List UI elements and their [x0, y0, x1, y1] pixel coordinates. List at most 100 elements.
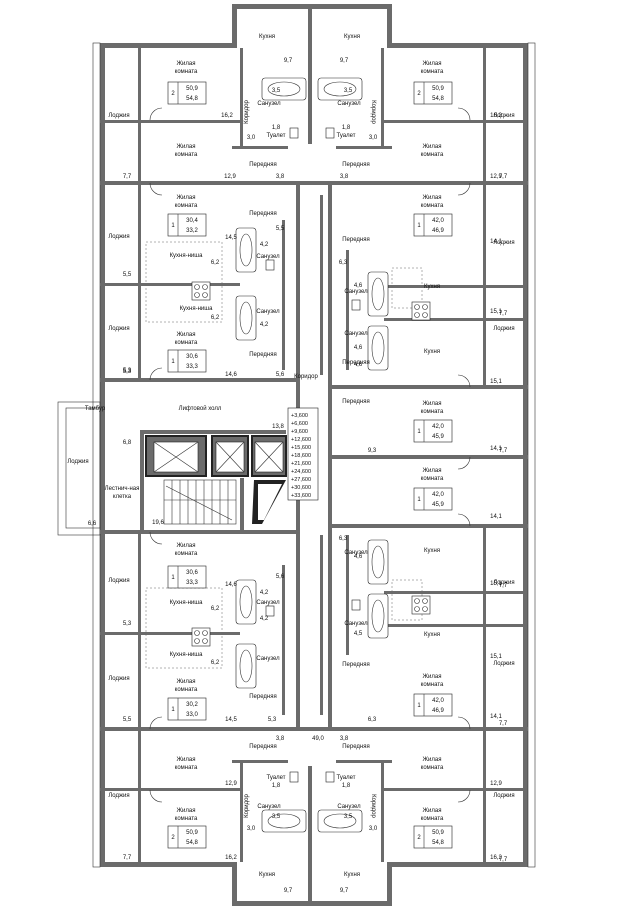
room-label: Лоджия	[493, 580, 514, 586]
room-label: Передняя	[249, 211, 277, 217]
level-value: +18,600	[291, 453, 311, 459]
room-label: Коридор	[370, 794, 376, 818]
room-label: Лоджия	[108, 326, 129, 332]
apartment-tags: 2 50,9 54,8 2 50,9 54,8 1 30,4 33,2 1 42…	[167, 81, 453, 849]
room-label: Жилая	[177, 679, 196, 685]
room-label: комната	[175, 152, 198, 158]
room-label: Передняя	[249, 162, 277, 168]
room-label: Коридор	[244, 793, 250, 817]
room-label: Передняя	[342, 237, 370, 243]
svg-text:54,8: 54,8	[186, 96, 198, 102]
area-value: 12,9	[225, 781, 237, 787]
area-value: 4,2	[260, 242, 269, 248]
svg-text:42,0: 42,0	[432, 424, 444, 430]
area-value: 7,7	[499, 857, 508, 863]
room-label: комната	[421, 816, 444, 822]
area-value: 3,5	[344, 88, 353, 94]
svg-text:42,0: 42,0	[432, 698, 444, 704]
svg-text:50,9: 50,9	[186, 86, 198, 92]
room-label: Коридор	[294, 374, 318, 380]
svg-text:1: 1	[171, 359, 175, 365]
svg-text:1: 1	[417, 223, 421, 229]
svg-text:1: 1	[417, 497, 421, 503]
bathtub-fixtures	[235, 77, 389, 833]
area-value: 6,3	[339, 260, 348, 266]
area-value: 7,7	[499, 311, 508, 317]
area-value: 3,0	[247, 135, 256, 141]
room-label: Жилая	[423, 757, 442, 763]
area-value: 15,1	[490, 379, 502, 385]
room-label: Жилая	[177, 808, 196, 814]
area-value: 5,3	[123, 368, 132, 374]
area-value: 6,2	[211, 315, 220, 321]
area-value: 7,7	[123, 855, 132, 861]
room-label: Передняя	[249, 694, 277, 700]
area-value: 15,1	[490, 309, 502, 315]
room-label: Лоджия	[493, 113, 514, 119]
area-value: 12,9	[490, 174, 502, 180]
room-label: клетка	[113, 494, 132, 500]
area-value: 7,7	[499, 174, 508, 180]
svg-text:1: 1	[171, 223, 175, 229]
room-label: Туалет	[267, 775, 286, 781]
apartment-tag: 1 42,0 46,9	[413, 213, 453, 237]
room-label: Коридор	[370, 100, 376, 124]
area-value: 14,6	[225, 582, 237, 588]
room-label: Передняя	[342, 744, 370, 750]
area-value: 5,3	[268, 717, 277, 723]
area-value: 1,8	[342, 783, 351, 789]
level-value: +30,600	[291, 485, 311, 491]
area-value: 13,8	[272, 424, 284, 430]
svg-text:54,8: 54,8	[432, 840, 444, 846]
room-label: комната	[421, 203, 444, 209]
area-value: 6,2	[211, 660, 220, 666]
svg-text:1: 1	[171, 707, 175, 713]
room-label: Лоджия	[67, 459, 88, 465]
room-label: Коридор	[244, 99, 250, 123]
room-label: Кухня	[344, 34, 360, 40]
area-value: 49,0	[312, 736, 324, 742]
svg-text:50,9: 50,9	[432, 86, 444, 92]
area-value: 4,6	[354, 345, 363, 351]
level-value: +24,600	[291, 469, 311, 475]
floor-levels: +3,600 +6,600 +9,600 +12,600 +15,600 +18…	[291, 413, 311, 499]
area-value: 5,6	[276, 372, 285, 378]
room-label: Жилая	[177, 144, 196, 150]
room-label: Лоджия	[108, 113, 129, 119]
svg-text:54,8: 54,8	[186, 840, 198, 846]
room-label: Жилая	[423, 468, 442, 474]
room-label: Кухня	[259, 34, 275, 40]
room-label: Жилая	[423, 195, 442, 201]
room-label: Санузел	[257, 804, 281, 810]
area-value: 14,1	[490, 514, 502, 520]
svg-text:1: 1	[417, 703, 421, 709]
room-label: Передняя	[342, 662, 370, 668]
svg-text:33,3: 33,3	[186, 580, 198, 586]
svg-text:46,9: 46,9	[432, 228, 444, 234]
area-value: 5,3	[123, 621, 132, 627]
area-value: 15,1	[490, 654, 502, 660]
area-value: 14,6	[225, 372, 237, 378]
level-value: +27,600	[291, 477, 311, 483]
room-label: комната	[421, 765, 444, 771]
room-label: комната	[175, 551, 198, 557]
room-label: Лоджия	[108, 234, 129, 240]
level-value: +33,600	[291, 493, 311, 499]
room-label: Жилая	[177, 543, 196, 549]
svg-text:2: 2	[417, 835, 421, 841]
level-value: +3,600	[291, 413, 308, 419]
area-value: 4,6	[354, 554, 363, 560]
room-label: Кухня	[424, 632, 440, 638]
svg-text:45,9: 45,9	[432, 502, 444, 508]
room-label: Лестнич-ная	[105, 486, 140, 492]
area-value: 1,8	[342, 125, 351, 131]
room-label: Санузел	[344, 289, 368, 295]
svg-text:30,6: 30,6	[186, 570, 198, 576]
area-value: 16,2	[221, 113, 233, 119]
area-value: 3,5	[272, 88, 281, 94]
room-label: Лоджия	[493, 240, 514, 246]
svg-text:50,9: 50,9	[432, 830, 444, 836]
level-value: +12,600	[291, 437, 311, 443]
apartment-tag: 1 42,0 46,9	[413, 693, 453, 717]
